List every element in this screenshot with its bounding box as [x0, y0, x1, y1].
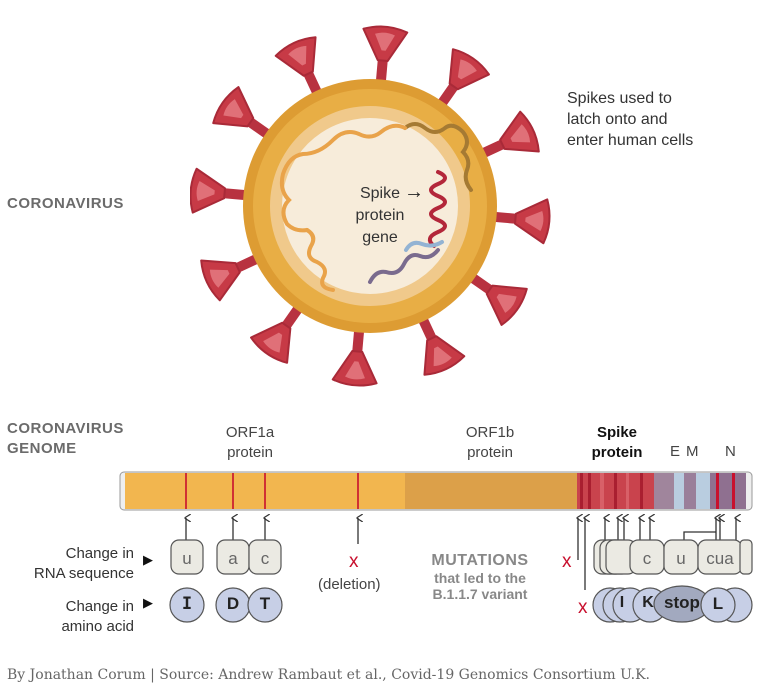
orf1a-label-line2: protein: [227, 444, 273, 461]
spike-protein: [331, 327, 378, 387]
spike-protein-label-line2: protein: [591, 444, 643, 461]
m-gene-label: M: [686, 443, 699, 460]
stop-codon-label: stop: [664, 593, 700, 612]
amino-change-label-line1: Change in: [65, 598, 134, 615]
amino-letter: K: [642, 594, 654, 611]
right-amino-circles: [592, 585, 753, 623]
orf3-segment: [654, 473, 674, 509]
spike-protein: [491, 198, 551, 245]
mutations-title-line1: MUTATIONS: [431, 552, 529, 569]
deletion-label: (deletion): [318, 576, 381, 593]
spike-protein: [467, 271, 528, 326]
right-rna-boxes: [593, 539, 753, 575]
amino-letter: L: [712, 594, 724, 613]
left-amino-circles: [169, 587, 283, 623]
spike-protein-label-line1: Spike: [596, 424, 638, 441]
orf1a-label-line1: ORF1a: [225, 424, 275, 441]
spike-gene-label-line2: protein: [355, 207, 405, 224]
spike-protein: [478, 110, 540, 159]
mutations-title-line3: B.1.1.7 variant: [432, 586, 528, 602]
e-segment: [674, 473, 684, 509]
spike-protein: [435, 48, 490, 109]
rna-change-label-line2: RNA sequence: [33, 565, 134, 582]
genome-section-label: CORONAVIRUS GENOME: [7, 419, 124, 459]
n-segment: [710, 473, 746, 509]
deletion-mark-right: x: [578, 597, 588, 618]
n-gene-label: N: [725, 443, 736, 460]
spike-protein: [250, 303, 305, 364]
spike-segment-stripes: [580, 473, 735, 509]
rna-strand-blue: [404, 240, 444, 252]
amino-letter: D: [226, 594, 240, 613]
spike-protein: [274, 36, 323, 98]
rna-strand-orange: [279, 123, 407, 233]
spike-protein-label: Spike protein: [577, 423, 657, 463]
mutations-title-line2: that led to the: [434, 570, 526, 586]
genome-diagram: [119, 471, 753, 623]
rna-letter: u: [676, 549, 686, 568]
rna-strand-purple: [368, 248, 440, 284]
orf1b-segment: [405, 473, 577, 509]
spike-protein: [200, 253, 262, 302]
coronavirus-section-label: CORONAVIRUS: [7, 195, 124, 212]
orf1b-label: ORF1b protein: [440, 423, 540, 463]
credit-line: By Jonathan Corum | Source: Andrew Ramba…: [7, 667, 651, 683]
orf1b-label-line1: ORF1b: [465, 424, 515, 441]
rna-letter: cua: [706, 549, 734, 568]
m-segment: [684, 473, 696, 509]
spike-gene-label-line3: gene: [362, 229, 398, 246]
spike-gene-arrow: →: [404, 181, 424, 203]
orf1b-label-line2: protein: [467, 444, 513, 461]
rna-letter: c: [642, 549, 652, 568]
rna-letter: u: [182, 549, 192, 568]
rna-change-label-line1: Change in: [65, 545, 134, 562]
left-rna-boxes: [170, 539, 282, 575]
rna-row-marker-icon: ▶: [143, 552, 153, 567]
rna-letter: c: [260, 549, 270, 568]
amino-change-label-line2: amino acid: [61, 618, 134, 635]
spikes-callout-line3: enter human cells: [567, 132, 694, 149]
spike-protein: [362, 25, 409, 85]
spike-gene-strand: [427, 170, 447, 248]
genome-section-label-line2: GENOME: [7, 440, 77, 457]
amino-letter: I: [619, 594, 625, 611]
mutation-arrows: [186, 518, 736, 590]
rna-letter: a: [228, 549, 238, 568]
spike-protein: [417, 314, 466, 376]
spike-gene-label: Spike protein gene: [340, 183, 420, 249]
orf1a-label: ORF1a protein: [200, 423, 300, 463]
spike-protein: [212, 86, 273, 141]
spike-protein: [190, 167, 249, 214]
deletion-mark-right: x: [562, 551, 572, 572]
spikes-callout: Spikes used to latch onto and enter huma…: [567, 88, 693, 151]
amino-letter: I: [181, 594, 193, 614]
orf6-segment: [696, 473, 710, 509]
rna-change-label: Change in RNA sequence: [10, 544, 134, 584]
rna-strand-brown: [403, 122, 473, 192]
spikes-callout-line1: Spikes used to: [567, 90, 672, 107]
e-gene-label: E: [670, 443, 681, 460]
amino-change-label: Change in amino acid: [10, 597, 134, 637]
deletion-mark: x: [349, 551, 359, 572]
spike-proteins: [190, 25, 551, 387]
amino-letter: T: [259, 594, 271, 613]
spikes-callout-line2: latch onto and: [567, 111, 668, 128]
spike-gene-label-line1: Spike: [359, 185, 401, 202]
genome-section-label-line1: CORONAVIRUS: [7, 420, 124, 437]
amino-row-marker-icon: ▶: [143, 595, 153, 610]
coronavirus-illustration: [190, 25, 551, 387]
mutations-title: MUTATIONS that led to the B.1.1.7 varian…: [410, 552, 550, 602]
rna-strand-orange-lower: [305, 228, 335, 292]
virus-interior: [282, 118, 458, 294]
